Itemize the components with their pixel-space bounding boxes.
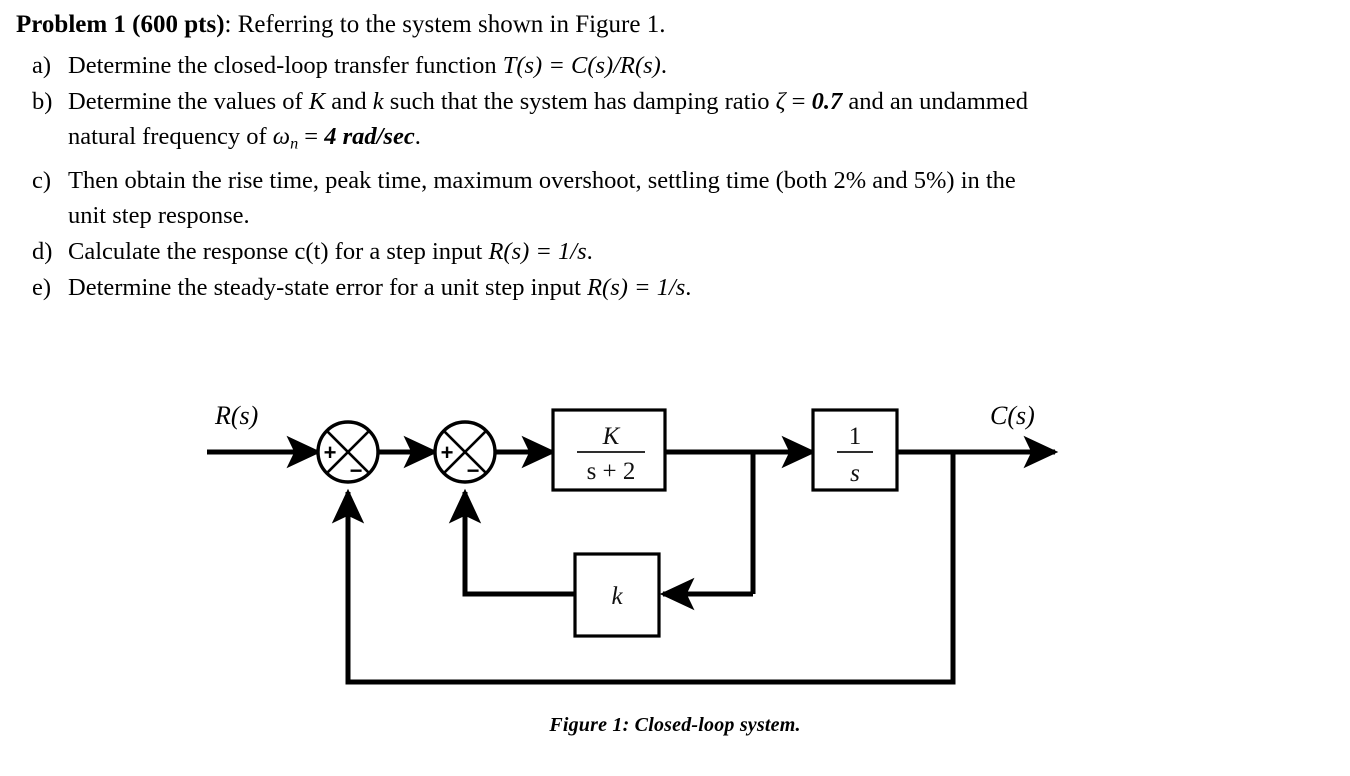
- part-marker-a: a): [32, 52, 52, 79]
- problem-part-a: a) Determine the closed-loop transfer fun…: [16, 48, 1336, 83]
- part-d-ct: c(t): [294, 237, 329, 265]
- summer-1-minus-sign: −: [350, 458, 363, 483]
- part-marker-d: d): [32, 237, 53, 265]
- output-signal-label: C(s): [990, 401, 1035, 430]
- problem-title-bold: Problem 1 (600 pts): [16, 11, 225, 38]
- part-e-text-b: .: [685, 273, 692, 301]
- part-b-text-e: and an undammed: [842, 88, 1028, 115]
- part-b-omega-value: 4 rad/sec: [324, 123, 415, 150]
- problem-statement: Problem 1 (600 pts): Referring to the sy…: [16, 8, 1336, 306]
- inner-feedback-block-rect: [573, 552, 661, 638]
- inner-feedback-label: k: [611, 583, 623, 610]
- block-diagram: + − + − K s + 2 1 s k: [207, 401, 1059, 685]
- integrator-denominator: s: [850, 460, 860, 487]
- part-a-period: .: [660, 52, 667, 79]
- problem-part-b: b) Determine the values of K and k such t…: [16, 84, 1336, 162]
- integrator-block-rect: [811, 408, 899, 492]
- wire-k-block-to-summer2: [448, 488, 575, 597]
- part-b-zeta: ζ: [775, 88, 786, 115]
- problem-parts-list: a) Determine the closed-loop transfer fun…: [16, 48, 1336, 305]
- part-marker-c: c): [32, 166, 52, 194]
- part-b-K: K: [308, 88, 326, 115]
- part-a-equals: =: [542, 52, 572, 79]
- part-d-Rs: R(s) = 1/s: [488, 237, 587, 265]
- summer-1-plus-sign: +: [324, 440, 337, 465]
- part-c-line-2: unit step response.: [68, 201, 250, 229]
- part-b-k: k: [372, 88, 384, 115]
- summer-2: + −: [433, 420, 497, 484]
- forward-gain-denominator: s + 2: [587, 458, 636, 485]
- part-e-Rs: R(s) = 1/s: [587, 273, 686, 301]
- forward-gain-block-rect: [551, 408, 667, 492]
- part-d-text-c: .: [586, 237, 593, 265]
- part-a-text-1: Determine the closed-loop transfer funct…: [68, 52, 503, 79]
- page-title: Problem 1 (600 pts): Referring to the sy…: [16, 8, 1336, 42]
- part-b-text-c: such that the system has damping ratio: [383, 88, 776, 115]
- part-b-text-f: natural frequency of: [68, 123, 273, 150]
- inner-feedback-block: k: [573, 552, 661, 638]
- part-b-zeta-value: 0.7: [811, 88, 843, 115]
- problem-title-rest: : Referring to the system shown in Figur…: [224, 11, 666, 38]
- part-b-text-b: and: [325, 88, 373, 115]
- integrator-numerator: 1: [849, 423, 862, 450]
- part-b-omega-subscript: n: [290, 135, 299, 153]
- figure-caption: Figure 1: Closed-loop system.: [549, 714, 801, 736]
- part-b-text-d: =: [785, 88, 812, 115]
- problem-part-e: e) Determine the steady-state error for a…: [16, 270, 1336, 305]
- part-c-line-1: Then obtain the rise time, peak time, ma…: [68, 166, 1016, 194]
- problem-part-d: d) Calculate the response c(t) for a step…: [16, 234, 1336, 269]
- input-signal-label: R(s): [214, 401, 258, 430]
- part-b-omega: ω: [272, 123, 291, 150]
- forward-gain-block: K s + 2: [551, 408, 667, 492]
- summer-2-minus-sign: −: [467, 458, 480, 483]
- part-a-Ts: T(s): [502, 52, 543, 79]
- problem-part-c: c) Then obtain the rise time, peak time, …: [16, 163, 1336, 233]
- figure-1: + − + − K s + 2 1 s k: [0, 382, 1350, 737]
- part-marker-b: b): [32, 88, 53, 115]
- part-a-Cs-Rs: C(s)/R(s): [571, 52, 661, 79]
- integrator-block: 1 s: [811, 408, 899, 492]
- part-b-text-a: Determine the values of: [68, 88, 309, 115]
- part-e-text-a: Determine the steady-state error for a u…: [68, 273, 588, 301]
- forward-gain-numerator: K: [602, 423, 621, 450]
- summer-1-cross-b: [325, 429, 371, 475]
- wire-outer-feedback: [331, 452, 956, 685]
- part-d-text-a: Calculate the response: [68, 237, 295, 265]
- summer-2-cross-b: [442, 429, 488, 475]
- part-d-text-b: for a step input: [328, 237, 489, 265]
- part-b-text-h: .: [414, 123, 421, 150]
- summer-2-plus-sign: +: [441, 440, 454, 465]
- part-marker-e: e): [32, 273, 52, 301]
- summer-1: + −: [316, 420, 380, 484]
- part-b-text-g: =: [298, 123, 325, 150]
